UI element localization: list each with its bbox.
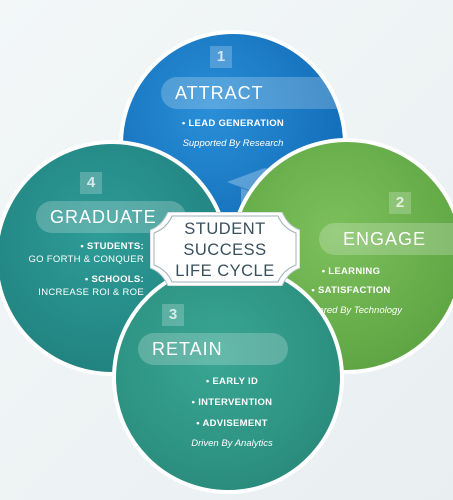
graduate-students-text: GO FORTH & CONQUER — [28, 254, 144, 265]
graduate-number: 4 — [80, 172, 102, 194]
retain-circle: 3 RETAIN • EARLY ID • INTERVENTION • ADV… — [112, 262, 344, 494]
engage-banner-title: ENGAGE — [319, 223, 453, 255]
engage-item-learning: • LEARNING — [321, 266, 381, 277]
engage-number: 2 — [389, 192, 411, 214]
graduate-students-label: • STUDENTS: — [80, 241, 144, 252]
retain-tagline: Driven By Analytics — [191, 438, 273, 449]
graduate-schools-text: INCREASE ROI & ROE — [38, 287, 144, 298]
center-badge-shape — [150, 212, 300, 286]
center-title-line3: LIFE CYCLE — [175, 262, 275, 280]
engage-tagline: Powered By Technology — [299, 305, 403, 316]
retain-item-early-id: • EARLY ID — [205, 376, 259, 387]
retain-item-intervention: • INTERVENTION — [191, 397, 273, 408]
attract-banner-title: ATTRACT — [161, 77, 343, 109]
retain-item-advisement: • ADVISEMENT — [196, 418, 268, 429]
attract-item: • LEAD GENERATION — [181, 118, 285, 129]
center-title-line2: SUCCESS — [183, 241, 267, 259]
retain-banner-title: RETAIN — [138, 333, 288, 365]
attract-tagline: Supported By Research — [182, 138, 284, 149]
engage-item-satisfaction: • SATISFACTION — [311, 285, 391, 296]
attract-number: 1 — [210, 46, 232, 68]
graduate-schools-label: • SCHOOLS: — [84, 274, 144, 285]
retain-number: 3 — [162, 304, 184, 326]
center-badge: STUDENT SUCCESS LIFE CYCLE — [150, 212, 300, 286]
center-title-line1: STUDENT — [184, 220, 266, 238]
